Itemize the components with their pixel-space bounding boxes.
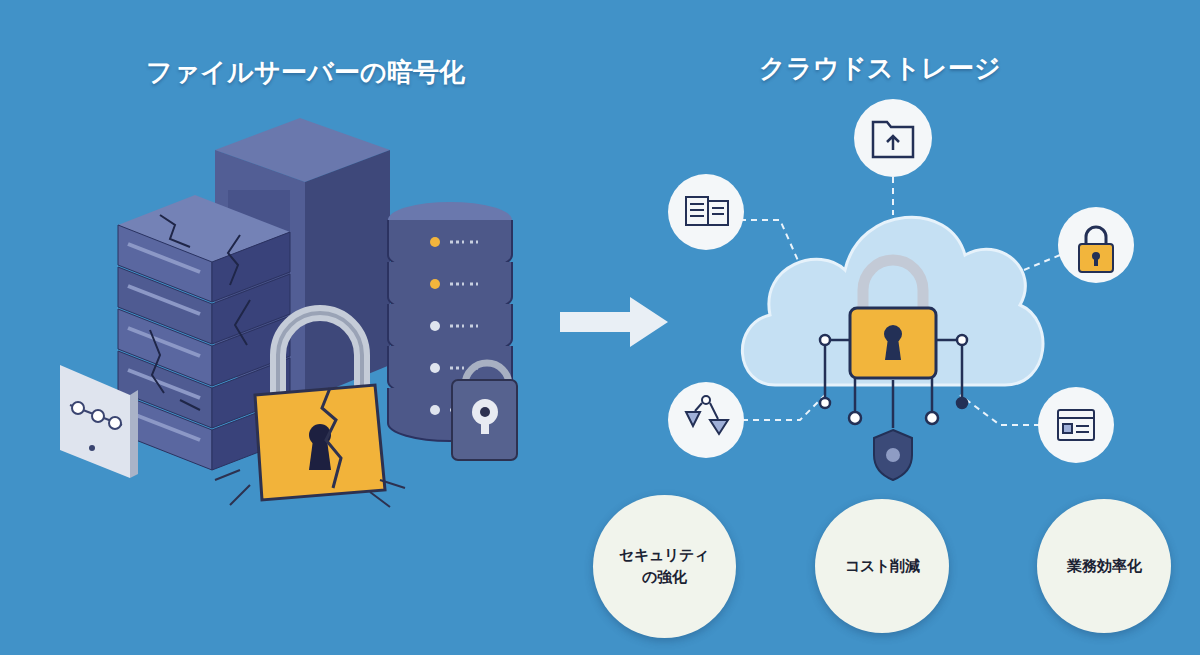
circuit-lines — [820, 335, 967, 428]
lock-icon — [1079, 227, 1113, 272]
dashed-links — [740, 177, 1060, 425]
window-icon — [1058, 410, 1094, 440]
folder-icon — [873, 122, 913, 157]
benefit-text: セキュリティ の強化 — [609, 544, 719, 589]
cloud — [742, 217, 1043, 385]
flow-card — [60, 365, 138, 478]
section-heading: クラウドストレージ — [759, 51, 1001, 86]
broken-padlock — [215, 313, 405, 507]
icon-circles — [668, 99, 1134, 463]
benefit-text: 業務効率化 — [1067, 555, 1142, 578]
database — [388, 202, 512, 441]
section-heading: ファイルサーバーの暗号化 — [146, 55, 465, 90]
transition-arrow — [560, 297, 668, 347]
shield-icon — [874, 430, 912, 480]
benefit-text: コスト削減 — [845, 555, 920, 578]
benefit-circle: 業務効率化 — [1037, 499, 1171, 633]
share-icon — [686, 396, 728, 434]
small-lock — [452, 363, 517, 460]
benefit-circle: コスト削減 — [815, 499, 949, 633]
benefit-circle: セキュリティ の強化 — [593, 495, 736, 638]
document-icon — [686, 197, 728, 225]
cloud-padlock — [850, 260, 936, 378]
